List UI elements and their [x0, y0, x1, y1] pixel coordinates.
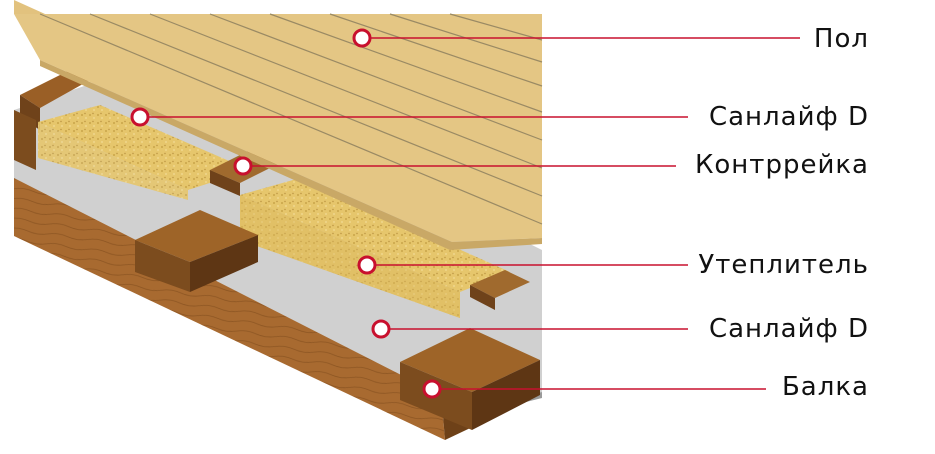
insulation-left [38, 105, 250, 190]
insulation-right [240, 178, 510, 292]
label-floor: Пол [813, 24, 869, 54]
marker-beam [422, 379, 442, 399]
marker-membrane-top [130, 107, 150, 127]
joist-middle [135, 210, 258, 262]
leader-lines [130, 28, 800, 399]
label-membrane-bottom: Санлайф D [708, 314, 869, 344]
marker-counter-batten [233, 156, 253, 176]
marker-insulation [357, 255, 377, 275]
label-membrane-top: Санлайф D [708, 102, 869, 132]
label-beam: Балка [781, 372, 869, 402]
joist-front [400, 328, 540, 392]
marker-membrane-bottom [371, 319, 391, 339]
label-counter-batten: Контррейка [694, 150, 869, 180]
marker-floor [352, 28, 372, 48]
label-insulation: Утеплитель [698, 250, 869, 280]
